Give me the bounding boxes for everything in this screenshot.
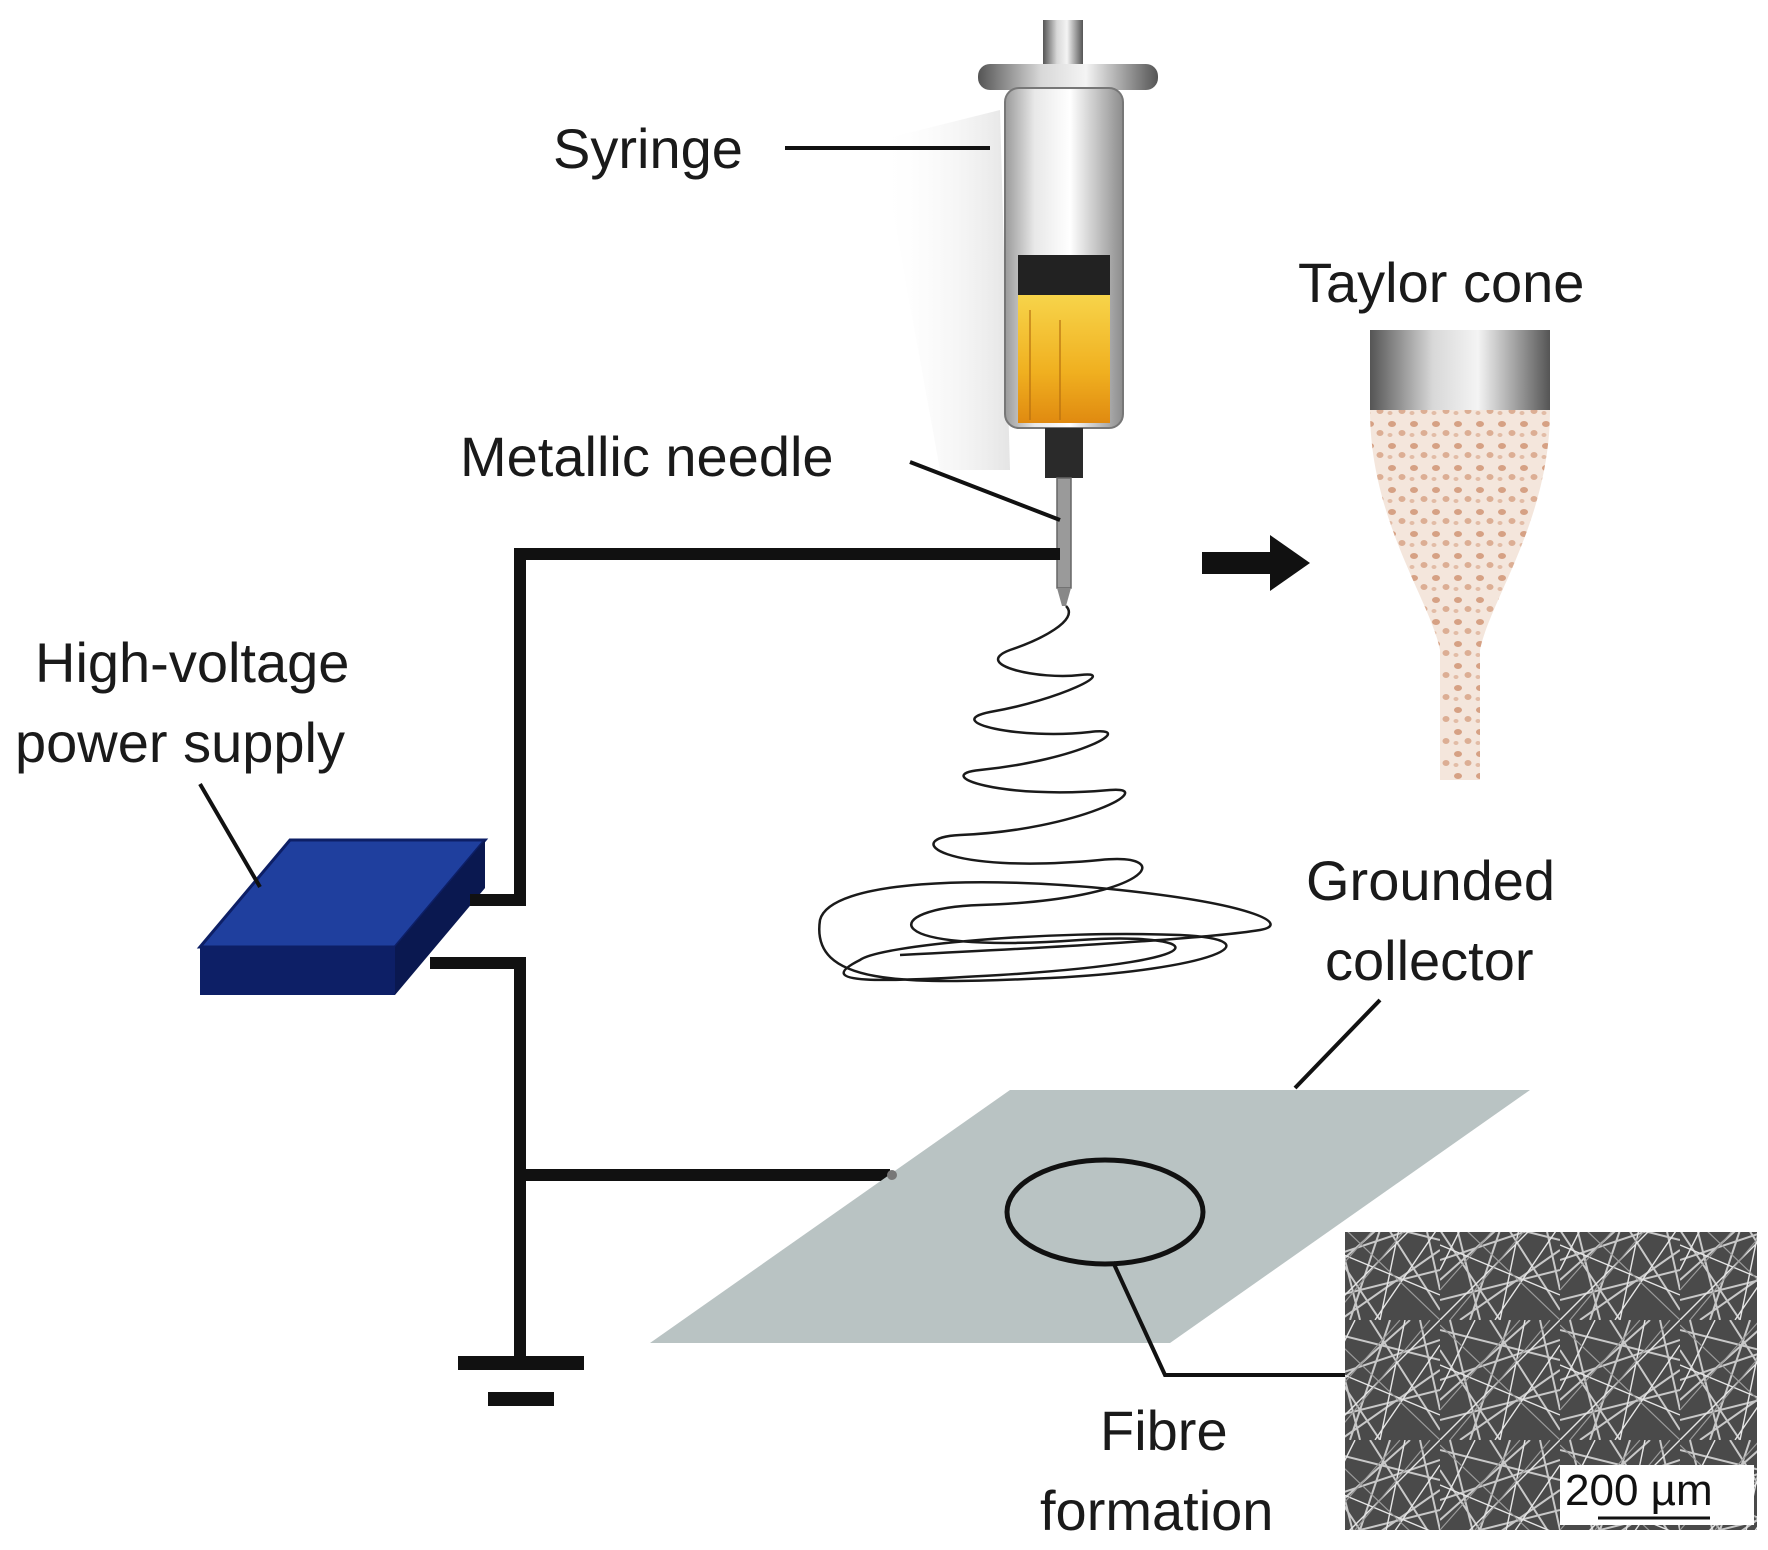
ground-symbol-icon (458, 1356, 584, 1406)
label-fibre-formation-line1: Fibre (1100, 1399, 1228, 1462)
collector-leader (1293, 998, 1382, 1090)
high-voltage-wire (470, 548, 1060, 906)
grounded-collector-plate (650, 1090, 1530, 1343)
syringe (978, 20, 1158, 478)
power-supply-box (196, 838, 489, 995)
label-power-supply-line1: High-voltage (35, 631, 349, 694)
taylor-cone (1370, 330, 1550, 780)
fibre-formation-leader (1111, 1261, 1345, 1377)
power-supply-leader (198, 782, 262, 889)
arrow-to-taylor-cone (1202, 535, 1310, 591)
syringe-hub (1045, 428, 1083, 478)
taylor-cone-liquid (1370, 410, 1550, 780)
leader-lines (198, 146, 1382, 1377)
syringe-flange (978, 64, 1158, 90)
label-scale-bar: 200 µm (1565, 1466, 1713, 1515)
metallic-needle (1056, 477, 1072, 606)
syringe-shadow (880, 110, 1010, 470)
taylor-cone-nozzle (1370, 330, 1550, 410)
needle-leader (909, 460, 1061, 522)
label-fibre-formation-line2: formation (1040, 1479, 1273, 1542)
label-syringe: Syringe (553, 117, 743, 180)
label-grounded-collector-line1: Grounded (1306, 849, 1555, 912)
syringe-liquid (1018, 295, 1110, 423)
sem-image-inset (1345, 1232, 1757, 1530)
syringe-plunger-seal (1018, 255, 1110, 295)
ground-wire (430, 957, 526, 1360)
fibre-formation-circle (1004, 1157, 1206, 1267)
fibre-jet (818, 605, 1272, 983)
label-taylor-cone: Taylor cone (1298, 251, 1584, 314)
circuit-wires (430, 548, 1060, 1360)
label-grounded-collector-line2: collector (1325, 929, 1534, 992)
label-metallic-needle: Metallic needle (460, 425, 834, 488)
label-power-supply-line2: power supply (15, 711, 345, 774)
scale-bar-background (1560, 1465, 1754, 1525)
